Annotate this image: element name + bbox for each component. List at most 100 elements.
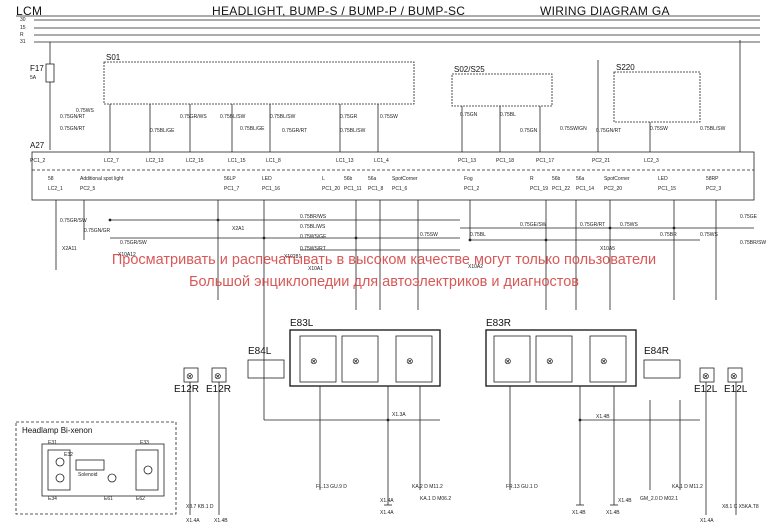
wire-label: 0.75SW [380,114,398,120]
a27-function-name: 56a [576,176,585,182]
a27-pin: PC1_2 [30,158,46,164]
wire-label: 0.75GR/RT [580,222,606,228]
wire-label: 0.75BR [660,232,677,238]
svg-text:⊗: ⊗ [600,357,608,367]
connector-label: X10A2 [468,264,484,270]
s01-label: S01 [106,53,121,62]
inset-label: E62 [136,496,145,502]
a27-function-name: 58RP [706,176,719,182]
wire-label: 0.75BL/SW [340,128,366,134]
ground-label: X1.4B [606,510,620,516]
a27-function-name: SpotCorner [392,176,418,182]
wire-label: 0.75GN [520,128,538,134]
diagram-title: HEADLIGHT, BUMP-S / BUMP-P / BUMP-SC [212,4,466,18]
a27-function-pin: PC1_16 [262,186,281,192]
wire-label: 0.75BL [500,112,516,118]
a27-function-name: 58 [48,176,54,182]
a27-pin: PC1_13 [458,158,477,164]
wire-label: 0.75SW [650,126,668,132]
a27-pin: LC2_3 [644,158,659,164]
wire-label: 0.75GN/RT [596,128,622,134]
a27-function-name: Additional spot light [80,176,124,182]
a27-function-pin: PC2_20 [604,186,623,192]
wire-label: 0.75WS [620,222,638,228]
a27-pin: LC2_7 [104,158,119,164]
connector-label: X10A12 [118,252,136,258]
wire-label: 0.75WS [76,108,94,114]
connector-label: X1.4B [618,498,632,504]
wire-label: 0.75GN/RT [60,114,86,120]
bottom-label: KA.2 D M11.2 [412,484,443,490]
a27-function-pin: PC1_22 [552,186,571,192]
wire-label: 0.75BL/SW [270,114,296,120]
a27-function-name: R [530,176,534,182]
rail-label: 15 [20,25,26,31]
e12l-label: E12L [694,384,718,395]
connector-label: X10A1 [308,266,324,272]
inset-label: Solenoid [78,472,98,478]
connector-label: X10A5 [600,246,616,252]
wire-label: 0.75SW [420,232,438,238]
wire-label: 0.75BL/GE [150,128,175,134]
bottom-label: X8.7 KB.1 D [186,504,214,510]
a27-function-name: 56b [344,176,353,182]
a27-pin: PC1_18 [496,158,515,164]
a27-function-pin: PC1_7 [224,186,240,192]
wire-label: 0.75GE/SW [520,222,547,228]
a27-function-name: 56LP [224,176,236,182]
inset-label: E32 [64,452,73,458]
wire-label: 0.75BR/WS [300,214,327,220]
bottom-label: FL.13 GU.9 D [316,484,347,490]
wire-label: 0.75GR/SW [120,240,147,246]
a27-label: A27 [30,141,45,150]
bottom-label: X8.1 C X5KA.T8 [722,504,759,510]
wire-label: 0.75WS [700,232,718,238]
ground-label: X1.4B [572,510,586,516]
svg-text:⊗: ⊗ [504,357,512,367]
ground-label: X1.4A [186,518,200,524]
module-title: LCM [16,4,43,18]
e12r-label: E12R [206,384,232,395]
wire-label: 0.75GR/WS [180,114,207,120]
s220-label: S220 [616,63,635,72]
a27-function-name: Fog [464,176,473,182]
a27-pin: LC1_13 [336,158,354,164]
connector-label: X2A11 [62,246,77,252]
svg-text:⊗: ⊗ [310,357,318,367]
wire-label: 0.75BL/SW [220,114,246,120]
ground-label: X1.4B [214,518,228,524]
diagram-subtitle: WIRING DIAGRAM GA [540,4,670,18]
a27-function-pin: PC2_3 [706,186,722,192]
connector-label: X1.4B [596,414,610,420]
connector-label: X10281 [284,254,302,260]
inset-label: E31 [48,440,57,446]
a27-function-name: LED [658,176,668,182]
wire-label: 0.75GN/GR [84,228,111,234]
wire-label: 0.75SW/GN [560,126,587,132]
wire-label: 0.75BL/WS [300,224,326,230]
a27-function-pin: PC1_6 [392,186,408,192]
wire-label: 0.75BR/SW [740,240,767,246]
bottom-label: GM_2.0 D M02.1 [640,496,679,502]
ground-label: X1.4A [700,518,714,524]
inset-label: E33 [140,440,149,446]
a27-pin: LC2_13 [146,158,164,164]
e12r-label: E12R [174,384,200,395]
svg-text:⊗: ⊗ [186,372,194,382]
e83l-label: E83L [290,318,314,329]
wire-label: 0.75BL/GE [240,126,265,132]
s02-label: S02/S25 [454,65,485,74]
a27-pin: LC1_4 [374,158,389,164]
e84l-label: E84L [248,346,272,357]
a27-function-pin: PC1_19 [530,186,549,192]
a27-function-pin: PC1_15 [658,186,677,192]
inset-label: E34 [48,496,57,502]
a27-pin: PC1_17 [536,158,555,164]
svg-text:⊗: ⊗ [546,357,554,367]
a27-function-name: 56a [368,176,377,182]
ground-label: X1.4A [380,510,394,516]
connector-label: X1.4A [380,498,394,504]
e12l-label: E12L [724,384,748,395]
fuse-value: 5A [30,75,37,81]
e84r-label: E84R [644,346,670,357]
